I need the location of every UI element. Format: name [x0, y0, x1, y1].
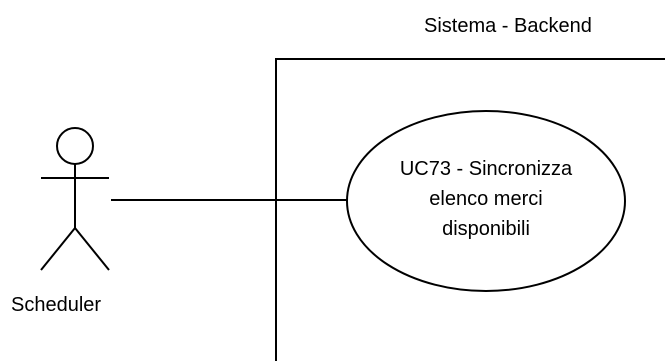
use-case-label-line-3: disponibili [442, 218, 530, 240]
use-case-label-line-1: UC73 - Sincronizza [399, 158, 573, 180]
actor-figure [40, 127, 110, 271]
actor-head [56, 127, 94, 165]
use-case-label: UC73 - Sincronizza elenco merci disponib… [346, 154, 626, 244]
actor-right-leg [74, 227, 110, 271]
system-title: Sistema - Backend [424, 15, 592, 37]
system-boundary [275, 58, 665, 361]
use-case-label-line-2: elenco merci [429, 188, 543, 210]
use-case-ellipse [346, 110, 626, 292]
actor-label: Scheduler [11, 294, 102, 316]
actor-left-leg [40, 227, 76, 271]
